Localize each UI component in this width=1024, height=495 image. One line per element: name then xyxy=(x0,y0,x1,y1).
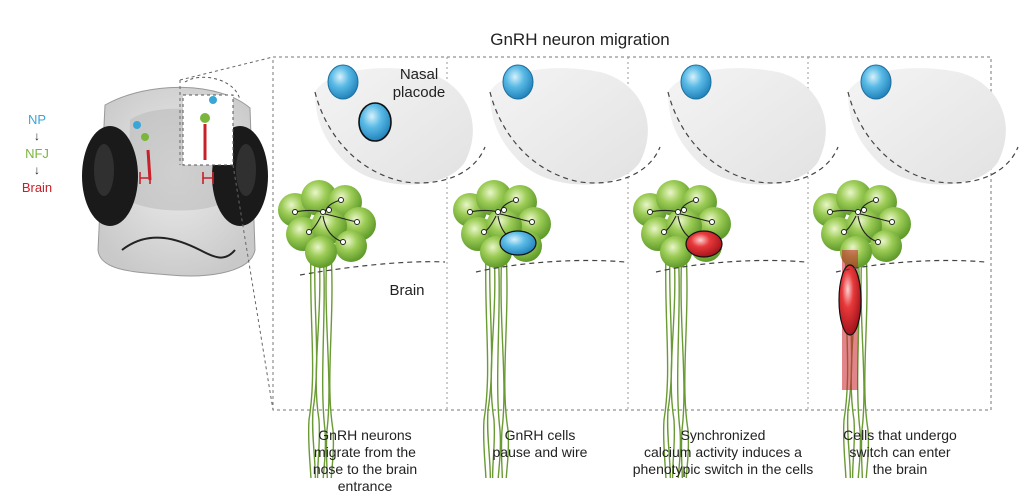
panel-4 xyxy=(812,64,1019,478)
panel-2 xyxy=(452,64,661,478)
label-nasal-placode: Nasal placode xyxy=(392,66,446,101)
caption-panel-3: Synchronized calcium activity induces a … xyxy=(632,427,814,477)
panel-frame xyxy=(272,56,992,411)
panel-3 xyxy=(632,64,839,478)
panel-1 xyxy=(277,64,486,478)
legend-brain: Brain xyxy=(21,180,53,195)
legend-nfj: NFJ xyxy=(25,146,49,161)
brain-entry-marks xyxy=(139,172,214,184)
zoom-lines xyxy=(179,56,274,411)
caption-panel-1: GnRH neurons migrate from the nose to th… xyxy=(312,427,418,494)
head-schematic xyxy=(82,76,268,277)
caption-panel-4: Cells that undergo switch can enter the … xyxy=(843,427,957,477)
label-brain: Brain xyxy=(389,282,425,299)
legend-arrow-1: ↓ xyxy=(34,129,40,143)
caption-panel-2: GnRH cells pause and wire xyxy=(492,427,588,460)
legend-arrow-2: ↓ xyxy=(34,163,40,177)
figure-title: GnRH neuron migration xyxy=(490,30,670,49)
legend-np: NP xyxy=(27,112,47,127)
gnrh-migration-figure xyxy=(82,56,1019,478)
